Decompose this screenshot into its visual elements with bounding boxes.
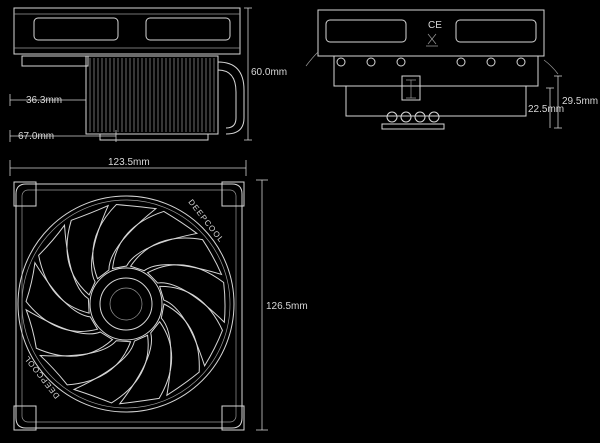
fan-frame-outer — [15, 183, 243, 429]
front-base-plate — [99, 133, 209, 141]
fan-blade — [72, 334, 149, 404]
fan-blade — [118, 320, 173, 405]
side-fan-blade-left — [325, 19, 407, 43]
dim-heatsink-offset-b: 67.0mm — [18, 131, 54, 142]
front-fan-blade-right — [145, 17, 231, 41]
side-fan-blade-right — [455, 19, 537, 43]
ce-mark: CE — [428, 20, 442, 31]
fan-blade — [38, 340, 132, 386]
side-heatsink-body — [333, 55, 539, 87]
front-heatpipe-inner — [217, 69, 237, 129]
fan-hub-inner — [99, 277, 153, 331]
fan-ring — [17, 195, 235, 413]
fan-blade — [25, 308, 114, 357]
side-view: CE 29.5mm 22.5mm — [305, 9, 598, 130]
dim-heatsink-offset-a: 36.3mm — [26, 95, 62, 106]
fan-blade — [66, 204, 110, 296]
dim-side-height-b: 22.5mm — [528, 104, 564, 115]
side-heatsink-lower — [345, 85, 527, 117]
fan-blade — [160, 303, 200, 397]
fan-blade — [146, 264, 226, 324]
side-heatpipe-ends — [386, 111, 440, 123]
fan-corner-mounts — [13, 181, 245, 431]
dim-height-fan: 126.5mm — [266, 301, 308, 312]
brand-mark-icon — [401, 75, 421, 101]
side-fan-frame — [317, 9, 545, 57]
fan-blade — [38, 223, 90, 314]
dim-side-height-a: 29.5mm — [562, 96, 598, 107]
fan-cable-left — [305, 51, 319, 67]
fan-blade — [158, 285, 224, 368]
side-mounting-screws — [336, 57, 526, 67]
frame-brand-bottom: DEEPCOOL — [22, 353, 61, 400]
front-fin-lines — [89, 58, 215, 132]
fan-blade — [129, 237, 223, 276]
front-fan-frame — [13, 7, 241, 55]
dim-width-fan: 123.5mm — [108, 157, 150, 168]
fan-cable-right — [543, 59, 559, 75]
top-view-fan: 123.5mm 126.5mm DEEPCOOL DEEPCOOL — [9, 157, 308, 431]
fan-blade — [111, 210, 199, 270]
front-top-rail — [21, 55, 89, 67]
weee-bin-icon — [426, 33, 438, 47]
front-heatpipe-outer — [217, 61, 245, 135]
dim-height-total: 60.0mm — [251, 67, 287, 78]
fan-blade — [25, 261, 99, 332]
fan-blade — [92, 203, 158, 280]
front-view: 60.0mm 36.3mm 67.0mm — [9, 7, 287, 142]
fan-hub — [89, 267, 163, 341]
fan-blades — [25, 203, 226, 405]
side-base-plate — [381, 123, 445, 130]
front-fan-blade-left — [33, 17, 119, 41]
